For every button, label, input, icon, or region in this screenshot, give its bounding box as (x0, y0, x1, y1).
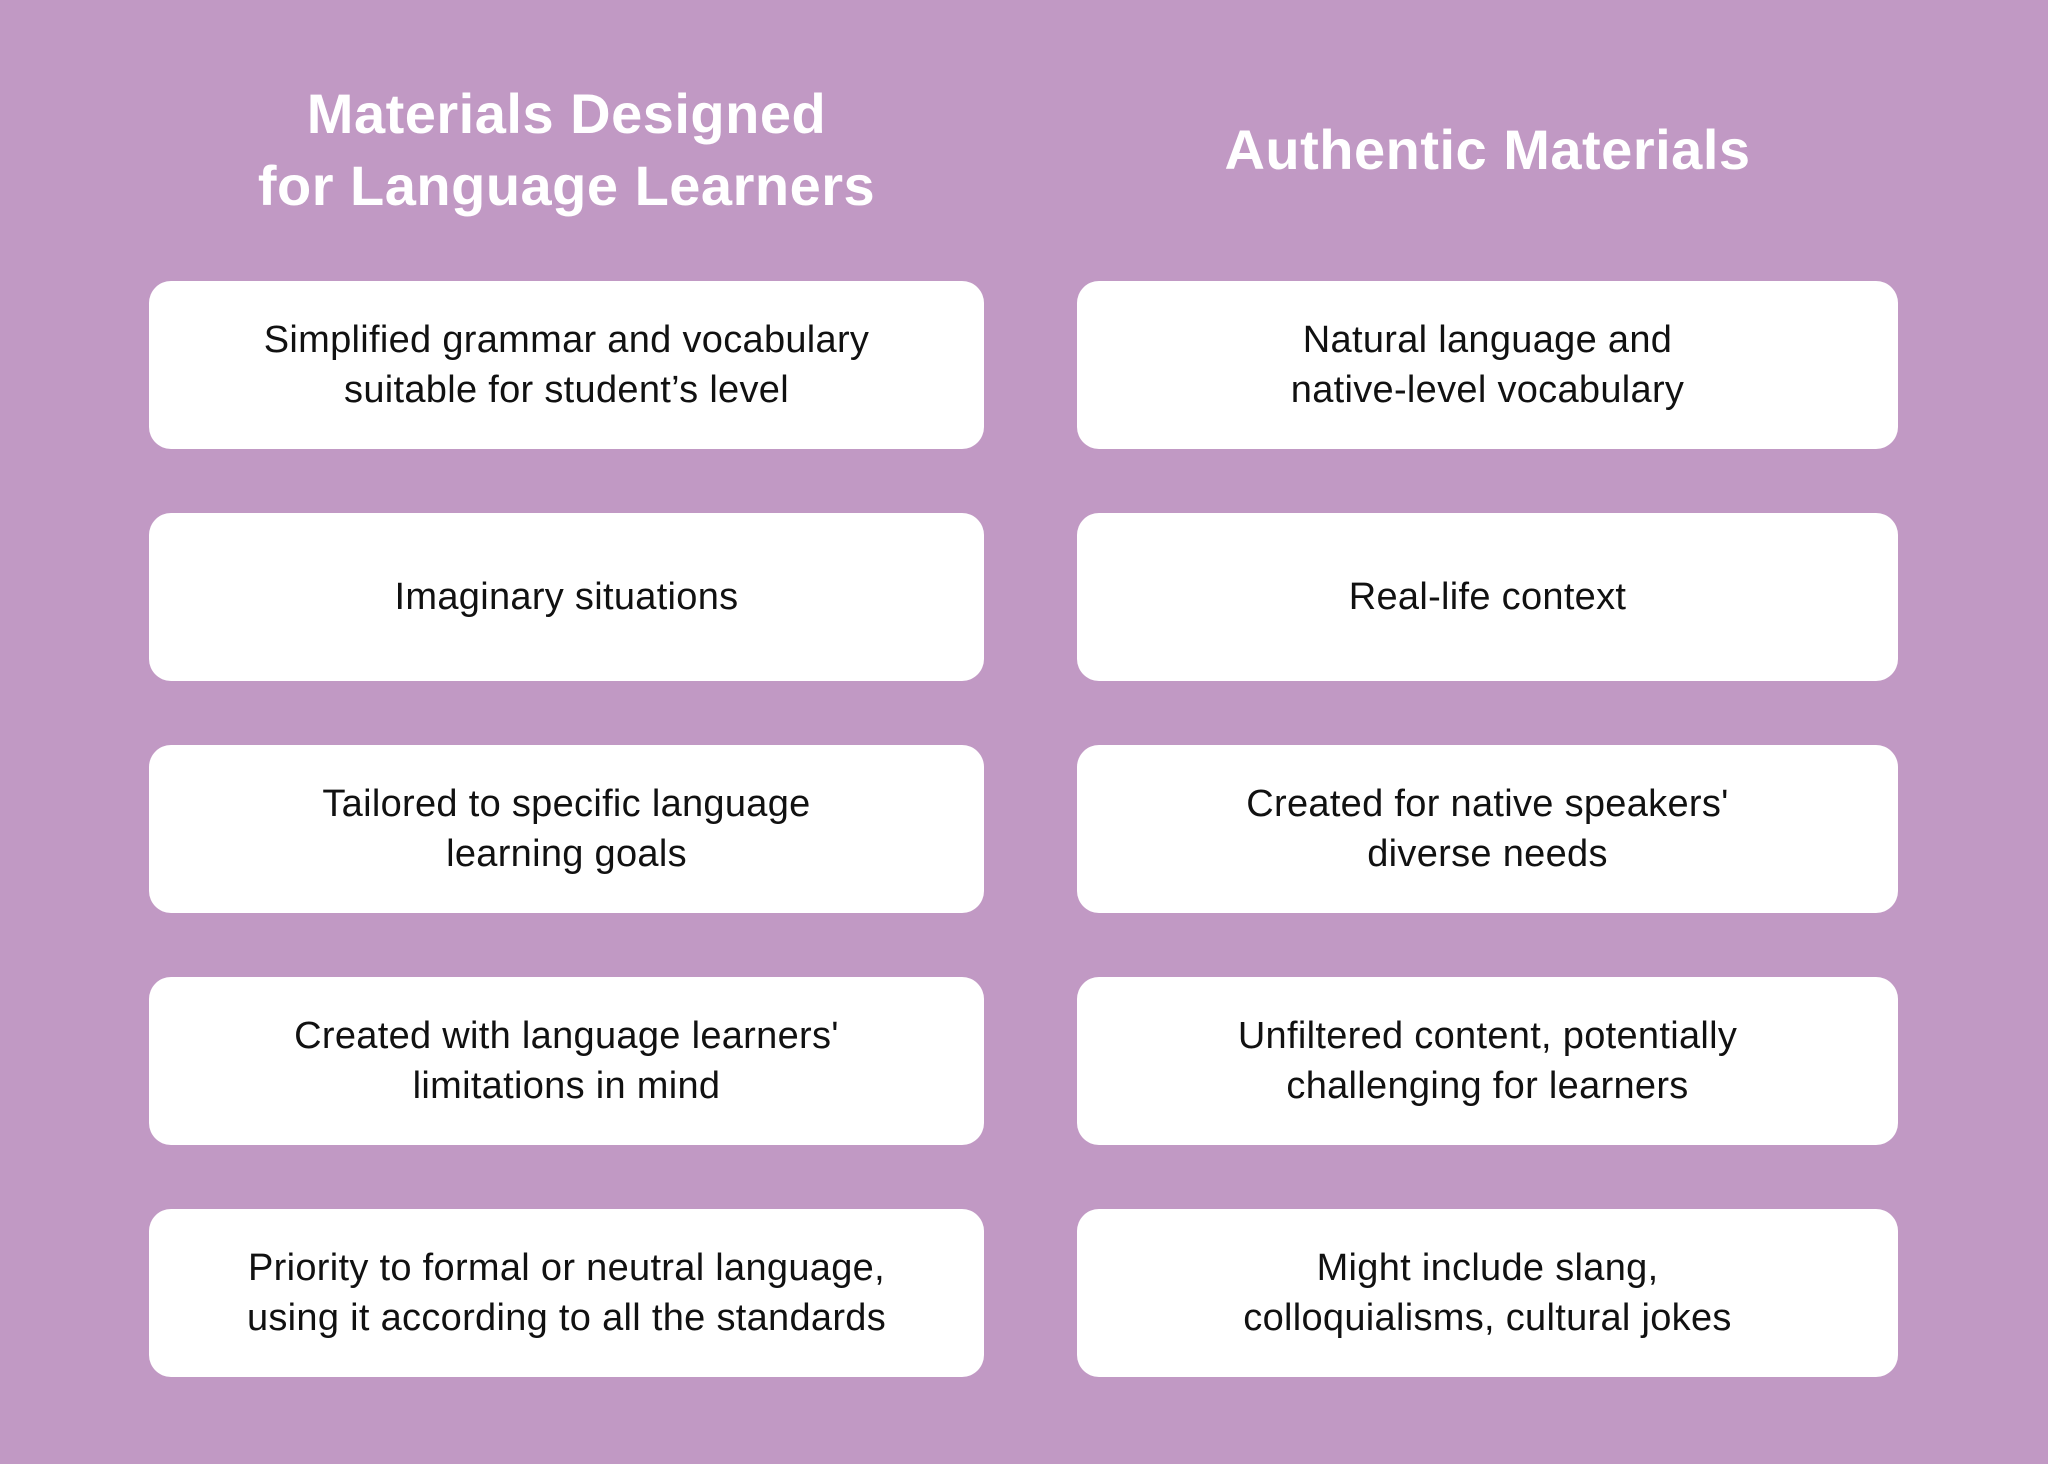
comparison-card-right-2: Real-life context (1077, 513, 1898, 681)
comparison-card-right-3: Created for native speakers' diverse nee… (1077, 745, 1898, 913)
card-text-line: diverse needs (1367, 833, 1608, 875)
card-text: Imaginary situations (395, 572, 739, 622)
card-text-line: Simplified grammar and vocabulary (263, 319, 870, 361)
comparison-card-left-3: Tailored to specific language learning g… (149, 745, 984, 913)
card-text: Unfiltered content, potentially challeng… (1238, 1011, 1737, 1111)
comparison-card-right-1: Natural language and native-level vocabu… (1077, 281, 1898, 449)
card-text: Created with language learners' limitati… (294, 1011, 839, 1111)
column-title-authentic-materials: Authentic Materials (1077, 76, 1898, 224)
card-text-line: using it according to all the standards (246, 1297, 887, 1339)
card-text-line: Might include slang, (1316, 1247, 1659, 1289)
card-text-line: challenging for learners (1286, 1065, 1689, 1107)
card-text-line: limitations in mind (412, 1065, 721, 1107)
card-text-line: suitable for student’s level (344, 369, 789, 411)
card-text-line: learning goals (446, 833, 687, 875)
card-text-line: native-level vocabulary (1290, 369, 1685, 411)
card-text: Priority to formal or neutral language, … (247, 1243, 886, 1343)
card-text: Real-life context (1349, 572, 1627, 622)
card-text: Tailored to specific language learning g… (322, 779, 810, 879)
comparison-card-left-2: Imaginary situations (149, 513, 984, 681)
comparison-card-right-5: Might include slang, colloquialisms, cul… (1077, 1209, 1898, 1377)
comparison-card-left-5: Priority to formal or neutral language, … (149, 1209, 984, 1377)
column-title-line: Authentic Materials (1224, 118, 1751, 181)
column-title-line: for Language Learners (257, 154, 876, 217)
column-title-designed-materials: Materials Designed for Language Learners (149, 76, 984, 224)
card-text: Natural language and native-level vocabu… (1291, 315, 1684, 415)
comparison-card-left-4: Created with language learners' limitati… (149, 977, 984, 1145)
card-text-line: Natural language and (1302, 319, 1673, 361)
card-text-line: Created for native speakers' (1246, 783, 1729, 825)
card-text-line: Real-life context (1348, 576, 1627, 618)
card-text-line: Imaginary situations (394, 576, 739, 618)
card-text-line: Created with language learners' (294, 1015, 839, 1057)
card-text-line: colloquialisms, cultural jokes (1243, 1297, 1732, 1339)
card-text-line: Priority to formal or neutral language, (248, 1247, 885, 1289)
column-title-line: Materials Designed (306, 82, 827, 145)
card-text: Might include slang, colloquialisms, cul… (1243, 1243, 1731, 1343)
comparison-card-left-1: Simplified grammar and vocabulary suitab… (149, 281, 984, 449)
card-text-line: Tailored to specific language (322, 783, 811, 825)
comparison-card-right-4: Unfiltered content, potentially challeng… (1077, 977, 1898, 1145)
card-text: Simplified grammar and vocabulary suitab… (264, 315, 870, 415)
card-text: Created for native speakers' diverse nee… (1246, 779, 1728, 879)
card-text-line: Unfiltered content, potentially (1237, 1015, 1738, 1057)
